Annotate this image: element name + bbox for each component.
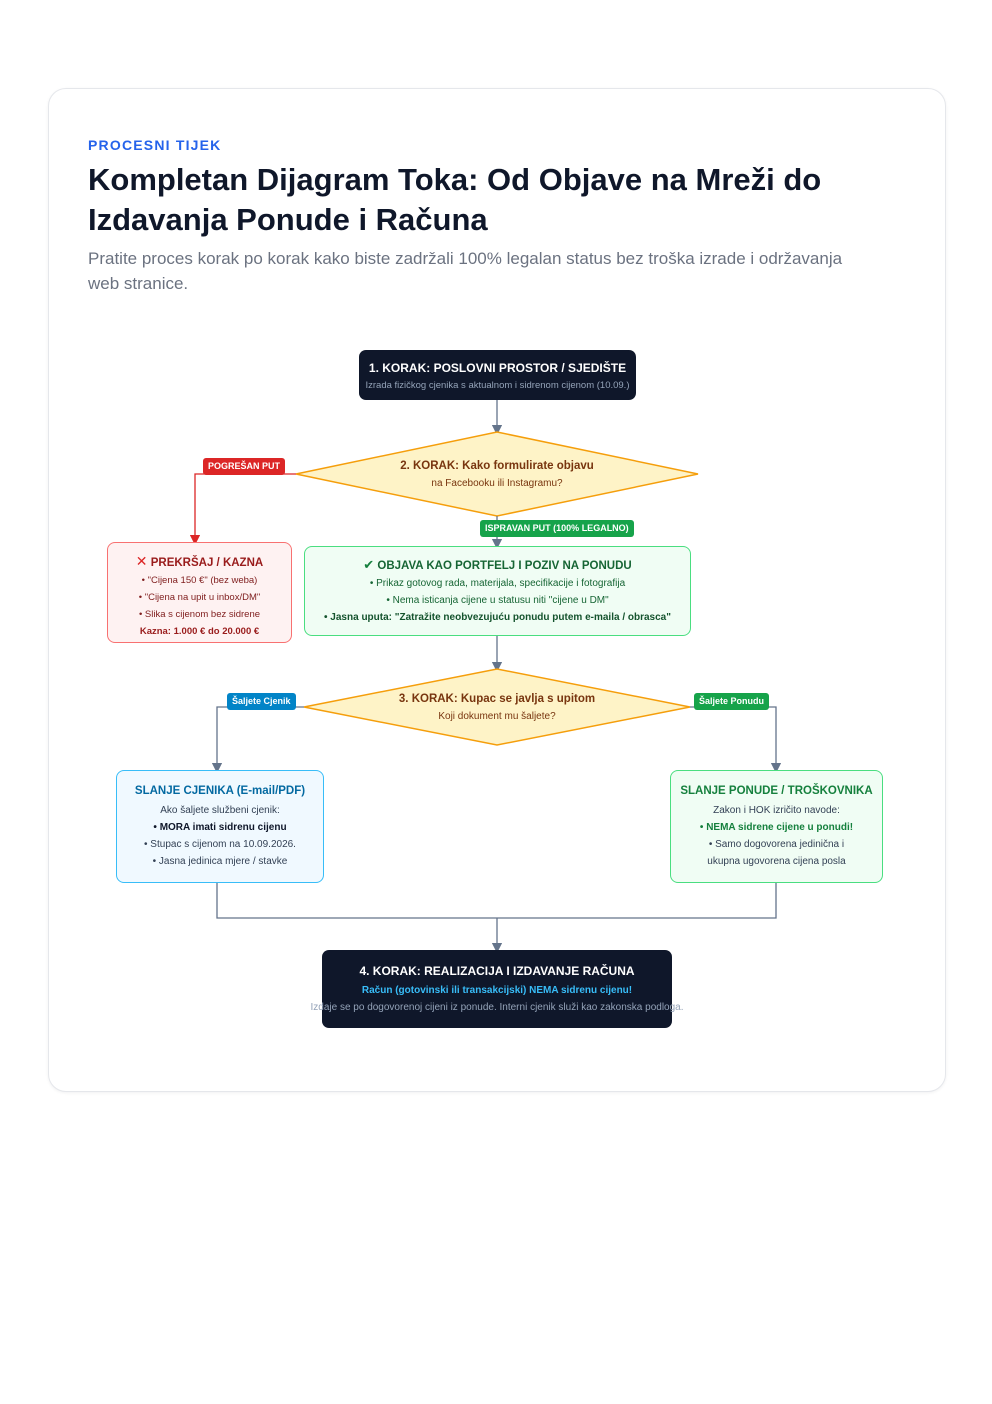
- pricelist-title: SLANJE CJENIKA (E-mail/PDF): [134, 785, 306, 797]
- violation-item: • "Cijena na upit u inbox/DM": [138, 592, 261, 603]
- offer-item: • Samo dogovorena jedinična i: [708, 839, 845, 850]
- step4-note: Izdaje se po dogovorenoj cijeni iz ponud…: [310, 1002, 684, 1013]
- portfolio-instruction: • Jasna uputa: "Zatražite neobvezujuću p…: [324, 612, 671, 623]
- offer-node: SLANJE PONUDE / TROŠKOVNIKA Zakon i HOK …: [670, 770, 883, 883]
- portfolio-item: • Nema isticanja cijene u statusu niti "…: [386, 595, 609, 606]
- step1-node: 1. KORAK: POSLOVNI PROSTOR / SJEDIŠTE Iz…: [359, 350, 636, 400]
- pricelist-must: • MORA imati sidrenu cijenu: [153, 822, 287, 833]
- step2-text: 2. KORAK: Kako formulirate objavu na Fac…: [360, 457, 634, 492]
- send-offer-tag: Šaljete Ponudu: [694, 693, 770, 710]
- step1-title: 1. KORAK: POSLOVNI PROSTOR / SJEDIŠTE: [368, 361, 627, 375]
- violation-item: • Slika s cijenom bez sidrene: [138, 609, 261, 620]
- section-eyebrow: PROCESNI TIJEK: [88, 137, 222, 153]
- step4-highlight: Račun (gotovinski ili transakcijski) NEM…: [361, 985, 633, 996]
- cross-icon: ✕: [135, 553, 148, 569]
- pricelist-item: • Stupac s cijenom na 10.09.2026.: [144, 839, 296, 850]
- step1-subtitle: Izrada fizičkog cjenika s aktualnom i si…: [365, 380, 630, 391]
- offer-item: ukupna ugovorena cijena posla: [707, 856, 846, 867]
- checkmark-icon: ✔: [363, 557, 375, 572]
- violation-node: ✕ PREKRŠAJ / KAZNA • "Cijena 150 €" (bez…: [107, 542, 292, 643]
- step3-diamond: [303, 668, 691, 746]
- pricelist-item: • Jasna jedinica mjere / stavke: [152, 856, 288, 867]
- pricelist-node: SLANJE CJENIKA (E-mail/PDF) Ako šaljete …: [116, 770, 324, 883]
- step3-line2: Koji dokument mu šaljete?: [438, 711, 556, 722]
- offer-intro: Zakon i HOK izričito navode:: [713, 805, 840, 816]
- violation-item: • "Cijena 150 €" (bez weba): [141, 575, 258, 586]
- right-path-tag: ISPRAVAN PUT (100% LEGALNO): [480, 520, 634, 537]
- offer-highlight: • NEMA sidrene cijene u ponudi!: [699, 822, 854, 833]
- violation-fine: Kazna: 1.000 € do 20.000 €: [139, 626, 260, 637]
- connector-to-offer: [690, 706, 782, 774]
- step4-title: 4. KORAK: REALIZACIJA I IZDAVANJE RAČUNA: [359, 964, 635, 978]
- portfolio-item: • Prikaz gotovog rada, materijala, speci…: [369, 578, 626, 589]
- portfolio-node: ✔ OBJAVA KAO PORTFELJ I POZIV NA PONUDU …: [304, 546, 691, 636]
- send-pricelist-tag: Šaljete Cjenik: [227, 693, 296, 710]
- offer-title: SLANJE PONUDE / TROŠKOVNIKA: [680, 785, 873, 797]
- wrong-path-tag: POGREŠAN PUT: [203, 458, 286, 475]
- violation-title: PREKRŠAJ / KAZNA: [150, 557, 264, 569]
- pricelist-intro: Ako šaljete službeni cjenik:: [160, 805, 280, 816]
- step2-line1: 2. KORAK: Kako formulirate objavu: [400, 460, 594, 472]
- portfolio-title: OBJAVA KAO PORTFELJ I POZIV NA PONUDU: [377, 560, 632, 572]
- step3-text: 3. KORAK: Kupac se javlja s upitom Koji …: [360, 690, 634, 725]
- step2-line2: na Facebooku ili Instagramu?: [431, 478, 563, 489]
- connector-pricelist-merge: [216, 883, 777, 919]
- connector-to-pricelist: [211, 706, 304, 774]
- page-subtitle: Pratite proces korak po korak kako biste…: [88, 249, 843, 293]
- connector-wrong-path: [189, 473, 296, 546]
- step4-node: 4. KORAK: REALIZACIJA I IZDAVANJE RAČUNA…: [310, 950, 684, 1028]
- page-title: Kompletan Dijagram Toka: Od Objave na Mr…: [88, 162, 822, 237]
- step3-line1: 3. KORAK: Kupac se javlja s upitom: [398, 693, 596, 705]
